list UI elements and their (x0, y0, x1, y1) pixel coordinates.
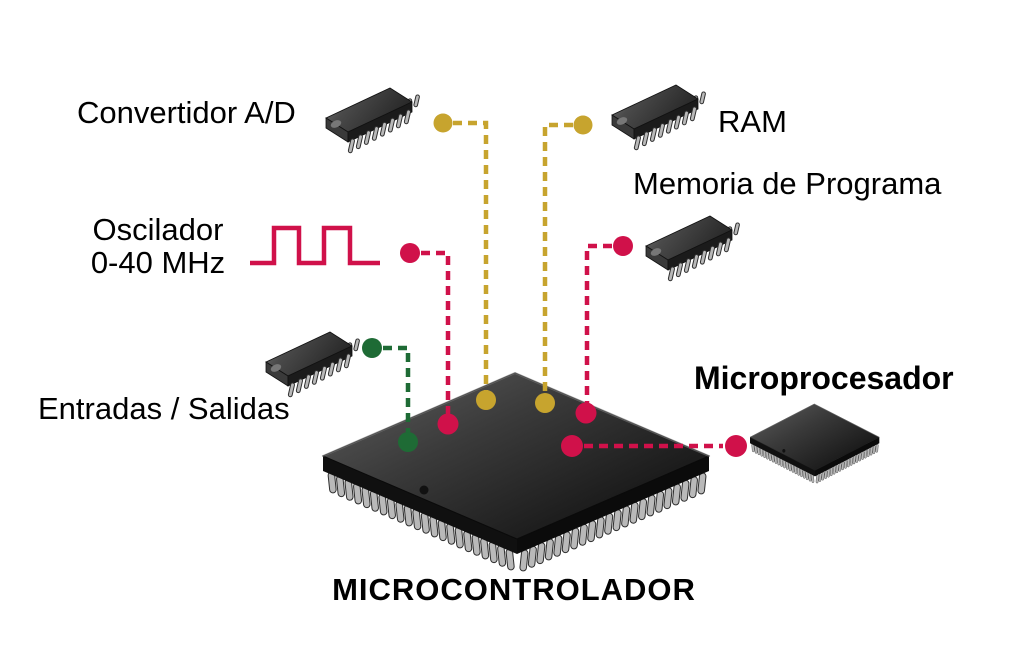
oscillator-target-dot (437, 413, 459, 435)
ram-chip-icon (611, 84, 707, 151)
io-chip-icon (265, 331, 361, 398)
label-convertidor-ad: Convertidor A/D (77, 95, 296, 130)
connector-oscillator (421, 250, 451, 416)
label-memoria-programa: Memoria de Programa (633, 166, 942, 201)
adc-chip-icon (325, 87, 421, 154)
program-memory-target-dot (575, 402, 597, 424)
clock-waveform-icon (250, 225, 380, 266)
connector-io (383, 345, 411, 434)
connector-adc (453, 120, 489, 393)
ram-target-dot (535, 393, 555, 413)
ram-source-dot (573, 115, 593, 135)
microprocessor-chip-icon (749, 403, 880, 484)
label-entradas-salidas: Entradas / Salidas (38, 391, 290, 426)
io-target-dot (398, 432, 418, 452)
adc-target-dot (476, 390, 496, 410)
program-memory-chip-icon (645, 215, 741, 282)
label-oscilador-block: Oscilador 0-40 MHz (67, 213, 249, 279)
microcontroller-chip-icon (322, 372, 710, 573)
label-oscilador-range: 0-40 MHz (90, 245, 226, 280)
oscillator-source-dot (400, 243, 420, 263)
connector-ram (542, 122, 573, 396)
microprocessor-chip-side-dot (561, 435, 583, 457)
connector-program-memory (584, 243, 612, 405)
diagram-title: MICROCONTROLADOR (332, 572, 696, 607)
label-ram: RAM (718, 104, 787, 139)
adc-source-dot (433, 113, 453, 133)
program-memory-source-dot (613, 236, 633, 256)
label-oscilador: Oscilador (92, 212, 224, 247)
label-microprocesador: Microprocesador (694, 360, 954, 396)
io-source-dot (362, 338, 382, 358)
microprocessor-target-dot (725, 435, 747, 457)
